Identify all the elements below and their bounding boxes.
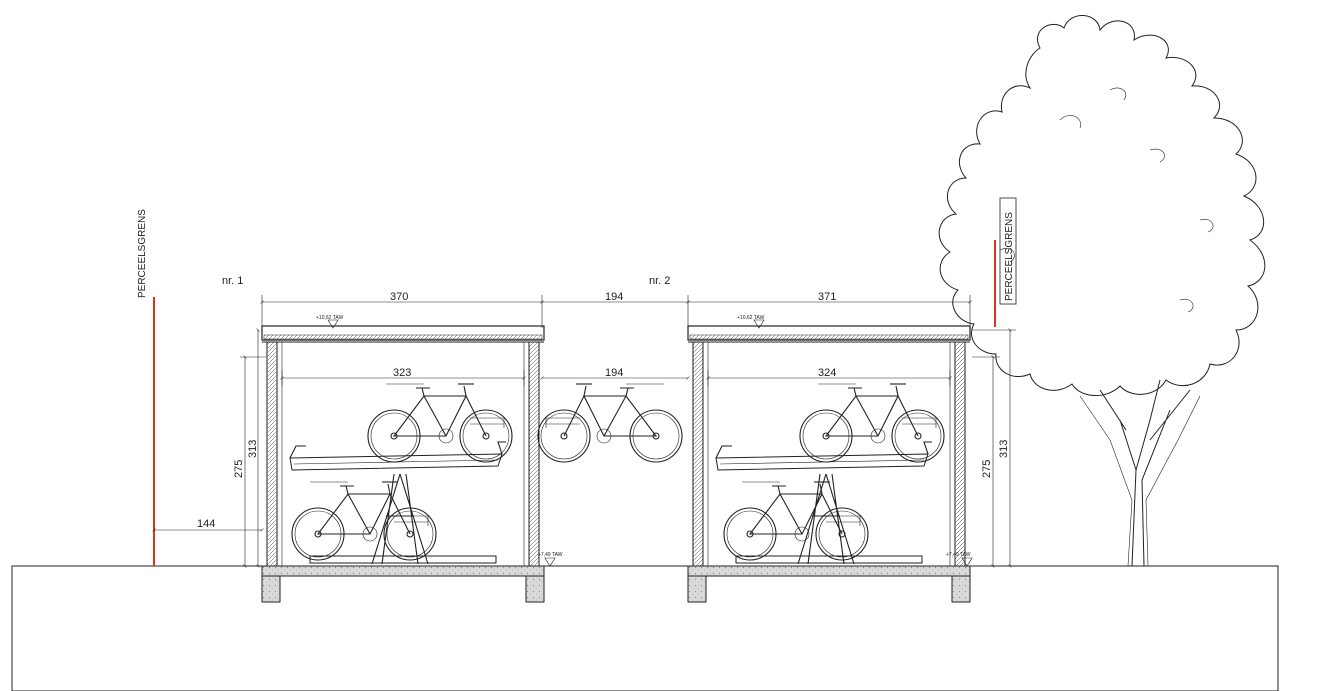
shed1-bicycle-upper-icon (367, 383, 513, 463)
dimension-gap-inner: 194 (540, 367, 690, 380)
property-boundary-right: PERCEELSGRENS (994, 197, 1017, 327)
svg-text:+7,49 TAW: +7,49 TAW (946, 552, 971, 558)
dimension-shed1-height-inner: 275 (233, 355, 266, 568)
svg-text:275: 275 (233, 460, 245, 478)
level-marker-shed1-top: +10,62 TAW (316, 315, 344, 329)
level-marker-shed1-floor: +7,49 TAW (538, 552, 563, 567)
ground (11, 565, 1279, 691)
shed2-title: nr. 2 (649, 275, 670, 287)
dimension-shed2-inner: 324 (706, 367, 952, 386)
svg-text:+7,49 TAW: +7,49 TAW (538, 552, 563, 558)
svg-text:313: 313 (247, 440, 259, 458)
dimension-shed1-width: 370 (260, 291, 544, 328)
svg-text:194: 194 (605, 367, 623, 379)
shed1-bicycle-upper (537, 383, 683, 463)
svg-text:144: 144 (197, 518, 215, 530)
dimension-gap-top: 194 (542, 291, 690, 328)
level-marker-shed2-floor: +7,49 TAW (946, 552, 973, 567)
level-marker-shed2-top: +10,62 TAW (737, 315, 765, 329)
shed2-bicycle-lower-icon (723, 481, 869, 561)
dimension-shed1-inner: 323 (280, 367, 526, 386)
shed1-title: nr. 1 (222, 275, 243, 287)
shed2-bicycle-upper-icon (799, 383, 945, 463)
svg-text:313: 313 (998, 440, 1010, 458)
svg-text:194: 194 (605, 291, 623, 303)
svg-text:275: 275 (981, 460, 993, 478)
dimension-shed2-height-outer: 313 (972, 328, 1016, 568)
dimension-shed2-height-inner: 275 (972, 355, 1000, 568)
dimension-shed1-height-outer: 313 (247, 328, 260, 568)
dimension-boundary-offset: 144 (152, 518, 264, 532)
svg-text:370: 370 (390, 291, 408, 303)
dimension-shed2-width: 371 (688, 291, 972, 328)
svg-text:371: 371 (818, 291, 836, 303)
svg-text:+10,62 TAW: +10,62 TAW (316, 315, 344, 321)
boundary-left-label: PERCEELSGRENS (137, 209, 148, 298)
svg-text:323: 323 (393, 367, 411, 379)
svg-text:324: 324 (818, 367, 836, 379)
svg-text:+10,62 TAW: +10,62 TAW (737, 315, 765, 321)
property-boundary-left: PERCEELSGRENS (137, 209, 155, 566)
tree-icon (938, 15, 1266, 567)
boundary-right-label: PERCEELSGRENS (1004, 212, 1015, 301)
